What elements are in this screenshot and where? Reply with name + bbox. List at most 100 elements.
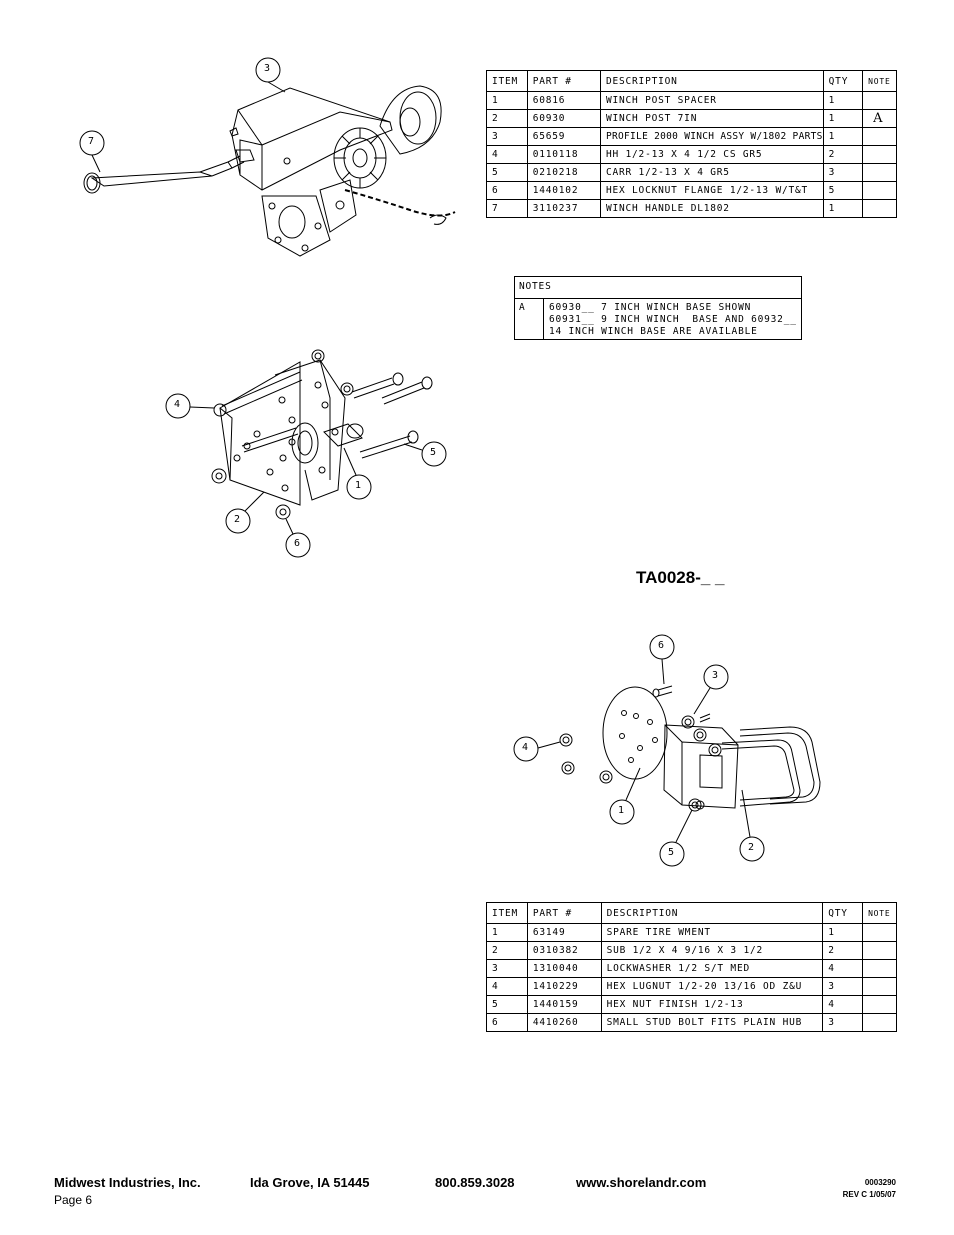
callout-base-4: 4 — [174, 399, 181, 410]
document-number: 0003290 — [864, 1178, 896, 1187]
cell-qty: 1 — [822, 109, 864, 128]
cell-note — [862, 977, 897, 996]
cell-note — [862, 145, 897, 164]
footer-company: Midwest Industries, Inc. — [54, 1175, 201, 1190]
notes-key: A — [515, 299, 544, 339]
table-header-row: ITEM PART # DESCRIPTION QTY NOTE — [486, 70, 897, 92]
cell-description: HH 1/2-13 X 4 1/2 CS GR5 — [599, 145, 824, 164]
cell-note — [862, 127, 897, 146]
cell-qty: 1 — [822, 91, 864, 110]
callout-base-6: 6 — [294, 538, 301, 549]
header-qty: QTY — [822, 902, 864, 924]
header-part: PART # — [526, 902, 602, 924]
cell-item: 1 — [486, 923, 528, 942]
cell-description: SUB 1/2 X 4 9/16 X 3 1/2 — [600, 941, 824, 960]
header-note: NOTE — [862, 70, 897, 92]
parts-table-winch: ITEM PART # DESCRIPTION QTY NOTE 1 60816… — [486, 70, 897, 218]
notes-text: 60930__ 7 INCH WINCH BASE SHOWN 60931__ … — [549, 302, 797, 337]
table-row: 2 60930 WINCH POST 7IN 1 A — [486, 109, 897, 128]
cell-part: 63149 — [526, 923, 602, 942]
cell-description: CARR 1/2-13 X 4 GR5 — [599, 163, 824, 182]
table-row: 4 0110118 HH 1/2-13 X 4 1/2 CS GR5 2 — [486, 145, 897, 164]
cell-item: 5 — [486, 163, 528, 182]
table-row: 6 4410260 SMALL STUD BOLT FITS PLAIN HUB… — [486, 1013, 897, 1032]
parts-table-spare-tire: ITEM PART # DESCRIPTION QTY NOTE 1 63149… — [486, 902, 897, 1032]
cell-qty: 4 — [822, 995, 864, 1014]
cell-item: 6 — [486, 1013, 528, 1032]
cell-note: A — [862, 109, 897, 128]
table-header-row: ITEM PART # DESCRIPTION QTY NOTE — [486, 902, 897, 924]
footer-city: Ida Grove, IA 51445 — [250, 1175, 370, 1190]
winch-base-drawing — [165, 349, 447, 558]
cell-item: 7 — [486, 199, 528, 218]
cell-qty: 1 — [822, 923, 864, 942]
table-row: 5 1440159 HEX NUT FINISH 1/2-13 4 — [486, 995, 897, 1014]
cell-part: 1410229 — [526, 977, 602, 996]
cell-description: WINCH POST SPACER — [599, 91, 824, 110]
header-description: DESCRIPTION — [600, 902, 824, 924]
cell-note — [862, 163, 897, 182]
cell-item: 3 — [486, 959, 528, 978]
cell-qty: 3 — [822, 1013, 864, 1032]
table-row: 1 63149 SPARE TIRE WMENT 1 — [486, 923, 897, 942]
cell-item: 5 — [486, 995, 528, 1014]
cell-part: 3110237 — [526, 199, 601, 218]
cell-part: 4410260 — [526, 1013, 602, 1032]
cell-note — [862, 959, 897, 978]
cell-part: 0210218 — [526, 163, 601, 182]
callout-base-2: 2 — [234, 514, 241, 525]
cell-item: 4 — [486, 145, 528, 164]
cell-part: 0110118 — [526, 145, 601, 164]
notes-title: NOTES — [515, 277, 801, 299]
header-description: DESCRIPTION — [599, 70, 824, 92]
cell-description: HEX NUT FINISH 1/2-13 — [600, 995, 824, 1014]
cell-item: 4 — [486, 977, 528, 996]
callout-tire-6: 6 — [658, 640, 665, 651]
cell-description: HEX LUGNUT 1/2-20 13/16 OD Z&U — [600, 977, 824, 996]
cell-part: 1310040 — [526, 959, 602, 978]
cell-part: 1440159 — [526, 995, 602, 1014]
footer-page-number: Page 6 — [54, 1193, 93, 1207]
cell-note — [862, 941, 897, 960]
callout-tire-4: 4 — [522, 742, 529, 753]
header-note: NOTE — [862, 902, 897, 924]
table-row: 6 1440102 HEX LOCKNUT FLANGE 1/2-13 W/T&… — [486, 181, 897, 200]
table-row: 3 1310040 LOCKWASHER 1/2 S/T MED 4 — [486, 959, 897, 978]
cell-description: WINCH HANDLE DL1802 — [599, 199, 824, 218]
callout-base-1: 1 — [355, 480, 362, 491]
cell-description: PROFILE 2000 WINCH ASSY W/1802 PARTS — [599, 127, 824, 146]
footer-phone: 800.859.3028 — [435, 1175, 515, 1190]
cell-description: HEX LOCKNUT FLANGE 1/2-13 W/T&T — [599, 181, 824, 200]
cell-qty: 2 — [822, 145, 864, 164]
cell-part: 60816 — [526, 91, 601, 110]
callout-tire-3: 3 — [712, 670, 719, 681]
cell-qty: 3 — [822, 977, 864, 996]
callout-base-5: 5 — [430, 447, 437, 458]
callout-tire-1: 1 — [618, 805, 625, 816]
cell-note — [862, 995, 897, 1014]
cell-part: 1440102 — [526, 181, 601, 200]
cell-item: 3 — [486, 127, 528, 146]
cell-note — [862, 199, 897, 218]
cell-description: SPARE TIRE WMENT — [600, 923, 824, 942]
header-item: ITEM — [486, 902, 528, 924]
document-revision: REV C 1/05/07 — [842, 1190, 896, 1199]
notes-row: A 60930__ 7 INCH WINCH BASE SHOWN 60931_… — [515, 299, 801, 339]
cell-qty: 5 — [822, 181, 864, 200]
drawing-id: TA0028-_ _ — [636, 568, 725, 587]
table-row: 5 0210218 CARR 1/2-13 X 4 GR5 3 — [486, 163, 897, 182]
table-row: 3 65659 PROFILE 2000 WINCH ASSY W/1802 P… — [486, 127, 897, 146]
header-qty: QTY — [822, 70, 864, 92]
table-row: 2 0310382 SUB 1/2 X 4 9/16 X 3 1/2 2 — [486, 941, 897, 960]
cell-qty: 2 — [822, 941, 864, 960]
winch-assembly-drawing — [79, 57, 456, 257]
header-part: PART # — [526, 70, 601, 92]
cell-qty: 1 — [822, 199, 864, 218]
cell-note — [862, 181, 897, 200]
cell-item: 1 — [486, 91, 528, 110]
cell-part: 65659 — [526, 127, 601, 146]
cell-note — [862, 923, 897, 942]
cell-item: 6 — [486, 181, 528, 200]
callout-tire-5: 5 — [668, 847, 675, 858]
